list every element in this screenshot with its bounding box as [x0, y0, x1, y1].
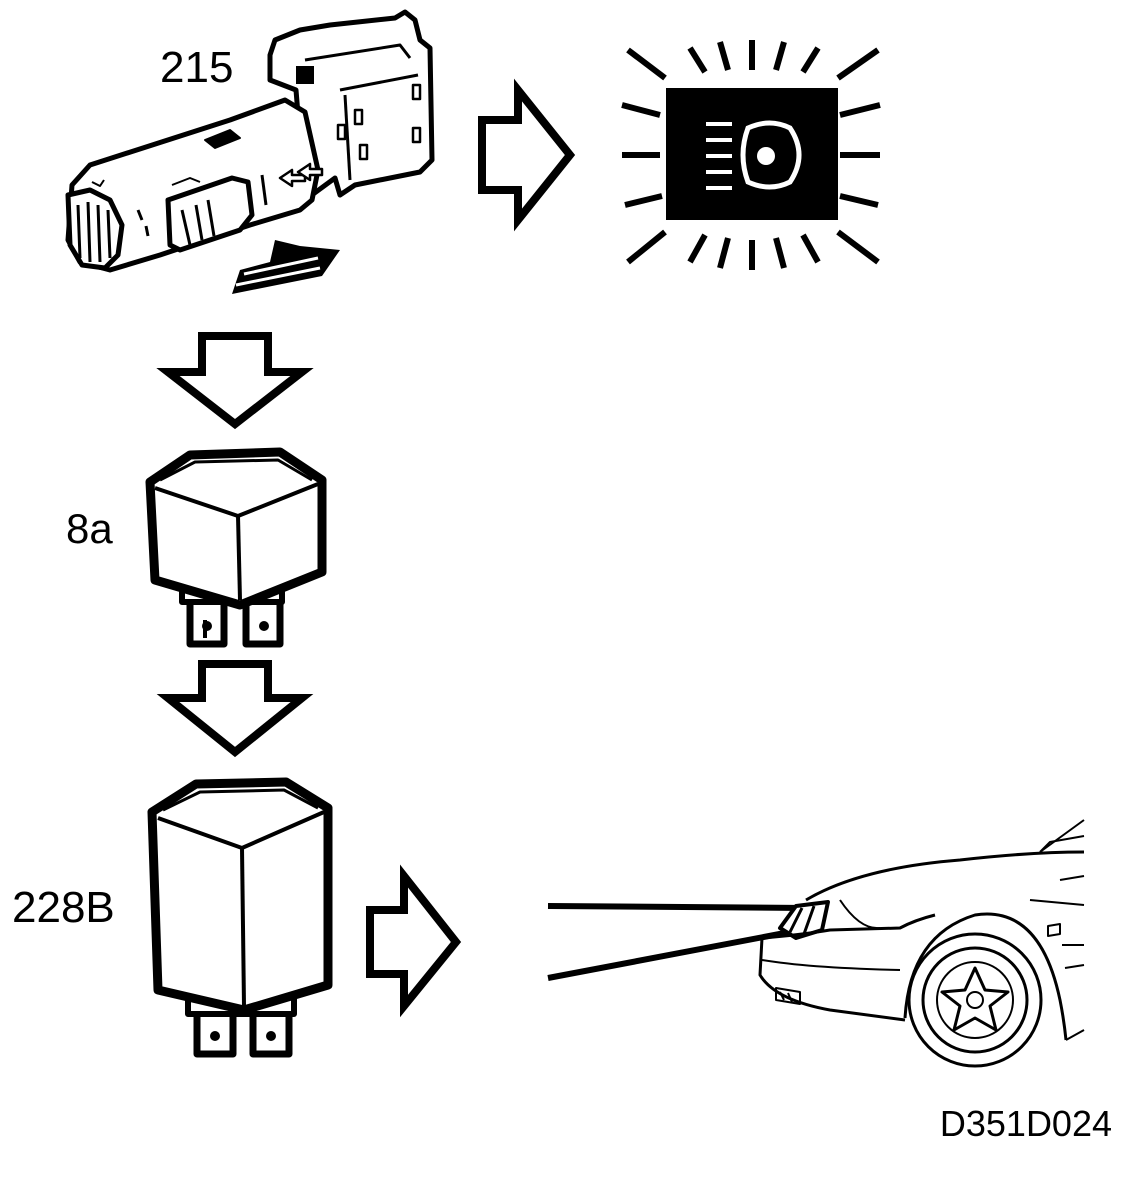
- pull-motion-arrows: [232, 240, 340, 294]
- relay-icon: [145, 447, 327, 648]
- car-front-headlight-icon: [547, 819, 1085, 1068]
- figure-code: D351D024: [940, 1103, 1112, 1144]
- relay-icon: [147, 777, 333, 1058]
- switch-label: 215: [160, 43, 233, 92]
- stalk-switch-icon: [65, 9, 435, 273]
- hollow-arrow-icon: [156, 332, 314, 430]
- hollow-arrow-icon: [366, 864, 462, 1018]
- hollow-arrow-icon: [478, 78, 576, 232]
- hollow-arrow-icon: [156, 660, 314, 758]
- relay-a-label: 8a: [66, 505, 113, 552]
- main-beam-headlight-icon: [621, 40, 881, 270]
- relay-b-label: 228B: [12, 883, 115, 932]
